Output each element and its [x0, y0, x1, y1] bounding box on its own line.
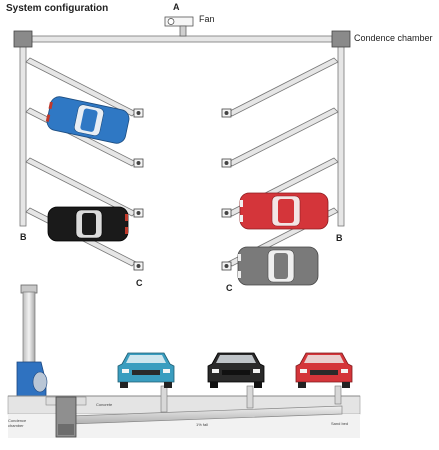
section-condence-chamber-label: Condence chamber	[8, 418, 27, 428]
car-black-front-view	[207, 352, 265, 388]
car-cyan-front-view	[117, 352, 175, 388]
right-branch-ducts	[227, 57, 339, 267]
corner-box-right	[331, 30, 351, 48]
corner-box-left	[13, 30, 33, 48]
section-fall-label: 1% fall	[196, 422, 209, 427]
exhaust-stack	[16, 284, 48, 399]
diagram-title: System configuration	[6, 3, 109, 14]
condence-chamber-box	[55, 396, 77, 438]
right-vertical-duct	[337, 45, 345, 227]
section-sand-bed-label: Sand bed	[331, 421, 349, 426]
car-red-top-view	[239, 192, 329, 230]
car-grey-top-view	[237, 246, 319, 286]
left-vertical-duct	[19, 45, 27, 227]
section-concrete-label: Concrete	[96, 402, 113, 407]
car-black-top-view	[47, 206, 129, 242]
fan-label: Fan	[199, 14, 215, 24]
car-blue-top-view	[45, 96, 130, 144]
point-b-left-label: B	[20, 232, 27, 242]
top-duct	[31, 35, 333, 43]
point-c-right-label: C	[226, 283, 233, 293]
point-a-label: A	[173, 2, 180, 12]
nozzles-right	[221, 108, 232, 271]
point-c-left-label: C	[136, 278, 143, 288]
nozzles-left	[133, 108, 144, 271]
point-b-right-label: B	[336, 233, 343, 243]
condence-chamber-label: Condence chamber	[354, 33, 433, 43]
car-red-front-view	[295, 352, 353, 388]
fan-icon	[164, 16, 194, 37]
